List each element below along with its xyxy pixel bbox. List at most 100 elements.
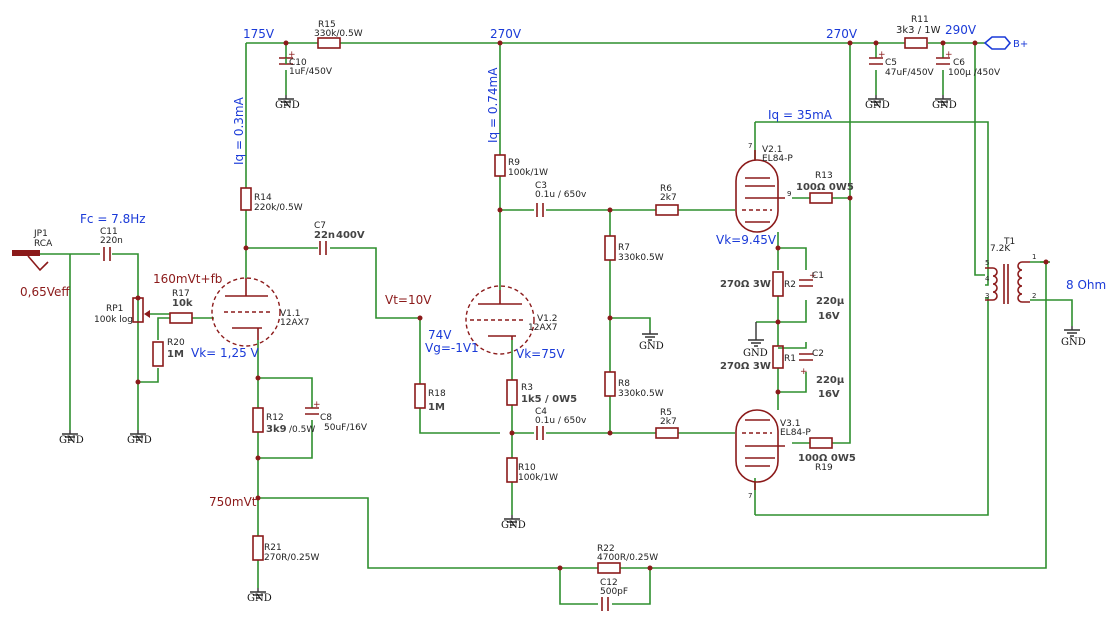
c3-val: 0.1u / 650v — [535, 190, 587, 200]
v31-val: EL84-P — [780, 428, 811, 438]
r19-body — [809, 437, 833, 449]
r5-body — [655, 427, 679, 439]
iq-output: Iq = 35mA — [768, 108, 833, 122]
svg-text:+: + — [809, 271, 817, 281]
gnd-label: GND — [865, 100, 890, 111]
gnd-label: GND — [1061, 337, 1086, 348]
gnd-label: GND — [275, 100, 300, 111]
r9-val: 100k/1W — [508, 168, 548, 178]
v74-label: 74V — [428, 328, 452, 342]
r10-body — [506, 457, 518, 483]
gnd-label: GND — [932, 100, 957, 111]
junction-dots — [135, 40, 1049, 571]
c10-ref: C10 — [289, 58, 307, 68]
r22-ref: R22 — [597, 544, 615, 554]
c11-val: 220n — [100, 236, 123, 246]
c1-ref: C1 — [812, 271, 824, 281]
iq-stage2: Iq = 0.74mA — [486, 67, 500, 143]
r12-ref: R12 — [266, 413, 284, 423]
v21-pin9: 9 — [787, 190, 791, 198]
c2-ref: C2 — [812, 349, 824, 359]
c7-voltage: 400V — [336, 230, 365, 241]
r21-ref: R21 — [264, 543, 282, 553]
rp1-ref: RP1 — [106, 304, 123, 314]
r3-body — [506, 379, 518, 406]
v31-pin7: 7 — [748, 492, 752, 500]
r20-val: 1M — [167, 349, 184, 360]
jp1-val: RCA — [34, 239, 53, 249]
r9-body — [494, 154, 506, 177]
pin-numbers: 1 2 5 4 3 7 9 7 — [748, 142, 1036, 500]
r8-ref: R8 — [618, 379, 630, 389]
t1-pin5: 5 — [985, 259, 989, 267]
r15-ref: R15 — [318, 20, 336, 30]
r17-body — [169, 312, 193, 324]
iq-stage1: Iq = 0.3mA — [232, 96, 246, 165]
v21-pin7: 7 — [748, 142, 752, 150]
r10-ref: R10 — [518, 463, 536, 473]
r12-body — [252, 407, 264, 433]
node-270v-b: 270V — [826, 27, 858, 41]
r7-val: 330k0.5W — [618, 253, 664, 263]
r7-ref: R7 — [618, 243, 630, 253]
c11-ref: C11 — [100, 227, 118, 237]
jp1-ref: JP1 — [33, 229, 48, 239]
svg-text:+: + — [878, 50, 886, 60]
resistors — [132, 37, 928, 574]
annotations: 175V 270V 270V 290V B+ Iq = 0.3mA Iq = 0… — [20, 23, 1106, 509]
r11-ref: R11 — [911, 15, 929, 25]
r11-val: 3k3 / 1W — [896, 25, 941, 36]
t1-pin2: 2 — [1032, 292, 1036, 300]
c5-ref: C5 — [885, 58, 897, 68]
speaker-impedance: 8 Ohm — [1066, 278, 1106, 292]
r6-ref: R6 — [660, 184, 672, 194]
c1-val: 220µ — [816, 296, 845, 307]
v12-val: 12AX7 — [528, 323, 558, 333]
r15-body — [317, 37, 341, 49]
vk-stage1: Vk= 1,25 V — [191, 346, 260, 360]
gnd-label: GND — [247, 593, 272, 604]
r2-body — [772, 271, 784, 297]
signal-input-level: 160mVt+fb — [153, 272, 222, 286]
c8-val: 50uF/16V — [324, 423, 368, 433]
r15-val: 330k/0.5W — [314, 29, 363, 39]
r18-ref: R18 — [428, 389, 446, 399]
c2-val: 220µ — [816, 375, 845, 386]
ground-labels: GND GND GND GND GND GND GND GND GND GND — [59, 100, 1086, 604]
svg-text:+: + — [800, 367, 808, 377]
node-175v: 175V — [243, 27, 275, 41]
rca-input-jack[interactable] — [12, 250, 49, 272]
t1-pin1: 1 — [1032, 253, 1036, 261]
capacitors: + + + + + + — [103, 50, 953, 611]
gnd-label: GND — [743, 348, 768, 359]
r21-val: 270R/0.25W — [264, 553, 320, 563]
r7-body — [604, 235, 616, 261]
bplus-flag — [983, 36, 1012, 50]
r11-body — [904, 37, 928, 49]
vt-label: Vt=10V — [385, 293, 432, 307]
svg-text:+: + — [945, 50, 953, 60]
ground-symbols — [62, 95, 1080, 599]
r2-ref: R2 — [784, 280, 796, 290]
r19-val: 100Ω 0W5 — [798, 453, 856, 464]
r14-val: 220k/0.5W — [254, 203, 303, 213]
vk-output: Vk=9.45V — [716, 233, 777, 247]
t1-pin4: 4 — [985, 275, 990, 283]
r18-body — [414, 383, 426, 409]
c4-val: 0.1u / 650v — [535, 416, 587, 426]
v12-ref: V1.2 — [537, 314, 557, 324]
t1-pin3: 3 — [985, 292, 989, 300]
r1-body — [772, 345, 784, 369]
r8-val: 330k0.5W — [618, 389, 664, 399]
r13-body — [809, 192, 833, 204]
r20-ref: R20 — [167, 338, 185, 348]
c12-val: 500pF — [600, 587, 628, 597]
component-labels: R15 330k/0.5W C10 1uF/450V R14 220k/0.5W… — [33, 15, 1015, 597]
r22-body — [597, 562, 621, 574]
tube-v2-1 — [735, 150, 785, 233]
input-level: 0,65Veff — [20, 285, 70, 299]
v31-ref: V3.1 — [780, 419, 800, 429]
svg-text:+: + — [313, 400, 321, 410]
node-290v: 290V — [945, 23, 977, 37]
